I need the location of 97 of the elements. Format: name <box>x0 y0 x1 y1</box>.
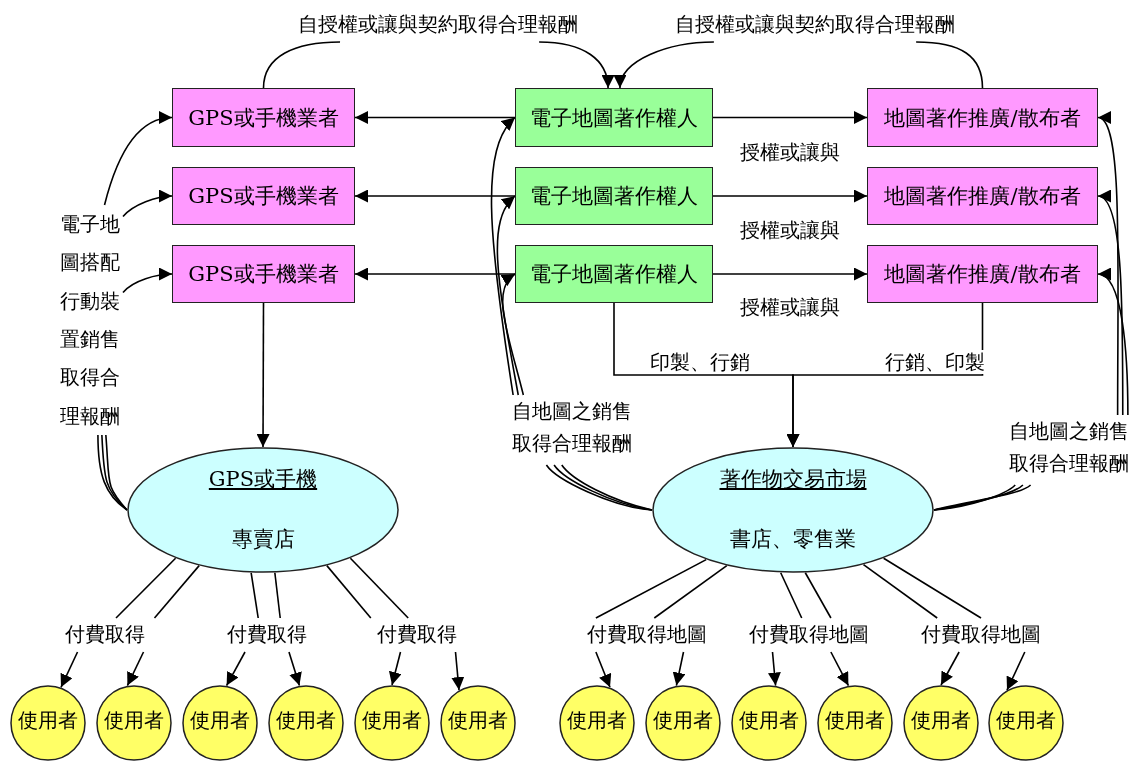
connector-line <box>862 563 938 619</box>
user-label: 使用者 <box>18 708 78 732</box>
user-label: 使用者 <box>996 708 1056 732</box>
user-label: 使用者 <box>739 708 799 732</box>
annotation-text: 付費取得 <box>50 618 160 652</box>
user-circle <box>559 685 635 761</box>
arrow <box>225 651 246 687</box>
edge-label: 授權或讓與 <box>738 140 842 164</box>
edge-label: 印製、行銷 <box>648 350 752 374</box>
role-box: GPS或手機業者 <box>172 167 355 225</box>
user-label: 使用者 <box>362 708 422 732</box>
annotation-text: 自授權或讓與契約取得合理報酬 <box>657 8 973 42</box>
user-circle <box>817 685 893 761</box>
arrow <box>126 651 145 687</box>
user-circle <box>182 685 258 761</box>
role-box: 電子地圖著作權人 <box>515 245 713 303</box>
connector-line <box>779 571 803 619</box>
connector-line <box>326 564 372 619</box>
user-circle <box>10 685 86 761</box>
user-label: 使用者 <box>448 708 508 732</box>
user-circle <box>440 685 516 761</box>
annotation-text: 付費取得地圖 <box>736 618 882 652</box>
arrow <box>767 651 781 687</box>
arrow <box>786 302 984 448</box>
user-circle <box>96 685 172 761</box>
arrow <box>60 651 79 689</box>
annotation-text: 自授權或讓與契約取得合理報酬 <box>280 8 596 42</box>
user-circle <box>645 685 721 761</box>
arrow <box>595 651 612 689</box>
user-label: 使用者 <box>104 708 164 732</box>
annotation-text: 自地圖之銷售取得合理報酬 <box>1005 415 1133 485</box>
annotation-text: 電子地圖搭配行動裝置銷售取得合理報酬 <box>57 205 123 435</box>
arrow <box>103 112 173 206</box>
user-label: 使用者 <box>276 708 336 732</box>
market-ellipse <box>652 447 934 573</box>
role-box: GPS或手機業者 <box>172 88 355 147</box>
market-subtitle: 書店、零售業 <box>730 527 856 551</box>
user-circle <box>354 685 430 761</box>
user-label: 使用者 <box>567 708 627 732</box>
arrow <box>712 189 868 203</box>
arrow <box>490 116 516 396</box>
arrow <box>500 273 525 396</box>
arrow <box>288 651 302 687</box>
connector-line <box>915 41 984 89</box>
arrow <box>122 190 173 218</box>
arrow <box>538 41 614 89</box>
arrow <box>451 651 465 691</box>
arrow <box>388 651 402 686</box>
user-circle <box>731 685 807 761</box>
arrow <box>496 195 520 396</box>
arrow <box>615 41 715 89</box>
role-box: 地圖著作推廣/散布者 <box>867 88 1098 147</box>
arrow <box>830 651 850 687</box>
user-label: 使用者 <box>190 708 250 732</box>
market-subtitle: 專賣店 <box>231 527 295 551</box>
connector-line <box>653 564 728 619</box>
connector-line <box>115 557 177 619</box>
arrow <box>712 111 868 124</box>
user-label: 使用者 <box>911 708 971 732</box>
edge-label: 授權或讓與 <box>738 218 842 242</box>
connector-line <box>595 558 707 619</box>
connector-line <box>250 571 259 619</box>
connector-line <box>804 571 832 619</box>
arrow <box>122 267 173 294</box>
edge-label: 授權或讓與 <box>738 295 842 319</box>
role-box: 電子地圖著作權人 <box>515 167 713 225</box>
connector-line <box>274 571 281 619</box>
arrow <box>712 267 868 281</box>
user-circle <box>988 685 1064 761</box>
annotation-text: 付費取得地圖 <box>574 618 720 652</box>
annotation-text: 自地圖之銷售取得合理報酬 <box>508 395 636 465</box>
annotation-text: 付費取得 <box>362 618 472 652</box>
user-circle <box>903 685 979 761</box>
connector-line <box>262 41 341 89</box>
connector-line <box>153 564 200 619</box>
user-circle <box>268 685 344 761</box>
market-ellipse <box>127 447 399 573</box>
arrow <box>354 111 516 124</box>
arrow <box>1006 651 1026 691</box>
connector-line <box>349 557 409 619</box>
arrow <box>940 651 960 686</box>
annotation-text: 付費取得 <box>212 618 322 652</box>
user-label: 使用者 <box>653 708 713 732</box>
role-box: 地圖著作推廣/散布者 <box>867 245 1098 303</box>
arrow <box>256 302 270 448</box>
market-title: 著作物交易市場 <box>719 467 867 491</box>
user-label: 使用者 <box>825 708 885 732</box>
role-box: 電子地圖著作權人 <box>515 88 713 147</box>
arrow <box>354 189 516 203</box>
market-title: GPS或手機 <box>208 467 318 491</box>
role-box: 地圖著作推廣/散布者 <box>867 167 1098 225</box>
edge-label: 行銷、印製 <box>883 350 987 374</box>
arrow <box>354 267 516 281</box>
annotation-text: 付費取得地圖 <box>908 618 1054 652</box>
connector-line <box>882 557 982 619</box>
arrow <box>672 651 686 687</box>
role-box: GPS或手機業者 <box>172 245 355 303</box>
